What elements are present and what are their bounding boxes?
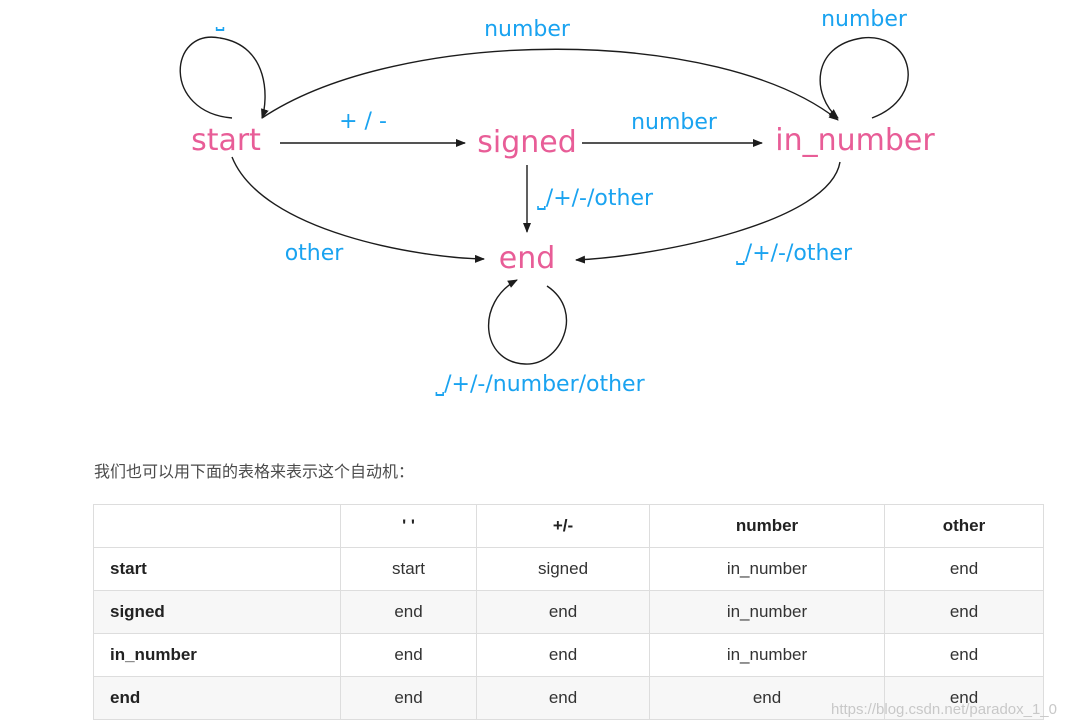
- header-corner: [93, 504, 341, 548]
- state-end: end: [499, 241, 556, 276]
- signed-to-in-number-label: number: [631, 110, 718, 135]
- table-cell: start: [340, 547, 477, 591]
- state-signed: signed: [477, 125, 577, 160]
- in-number-self-loop: [819, 37, 909, 119]
- table-cell: in_number: [649, 633, 885, 677]
- row-state: in_number: [93, 633, 341, 677]
- table-header-row: ' ' +/- number other: [93, 504, 1044, 548]
- table-cell: signed: [476, 547, 650, 591]
- header-other: other: [884, 504, 1044, 548]
- in-number-to-end-label: ⎵/+/-/other: [736, 241, 853, 266]
- table-cell: end: [649, 676, 885, 720]
- table-cell: end: [340, 590, 477, 634]
- state-machine-diagram: ⎵ number number + / - number ⎵/+/-/other…: [179, 7, 935, 397]
- transition-table: ' ' +/- number other start start signed …: [93, 504, 1044, 720]
- watermark: https://blog.csdn.net/paradox_1_0: [831, 701, 1057, 718]
- header-sign: +/-: [476, 504, 650, 548]
- start-to-signed-label: + / -: [339, 109, 387, 134]
- start-to-end-edge: [231, 156, 485, 263]
- end-self-loop: [487, 279, 568, 365]
- table-cell: end: [340, 676, 477, 720]
- row-state: start: [93, 547, 341, 591]
- table-caption: 我们也可以用下面的表格来表示这个自动机：: [94, 462, 415, 481]
- table-cell: end: [884, 590, 1044, 634]
- table-cell: in_number: [649, 547, 885, 591]
- table-row: in_number end end in_number end: [93, 633, 1044, 677]
- table-cell: in_number: [649, 590, 885, 634]
- start-to-in-number-label: number: [484, 17, 571, 42]
- table-row: end end end end end: [93, 676, 1044, 720]
- start-to-in-number-edge: [261, 48, 839, 121]
- start-to-end-label: other: [285, 241, 345, 266]
- row-state: end: [93, 676, 341, 720]
- table-cell: end: [884, 547, 1044, 591]
- table-cell: end: [476, 633, 650, 677]
- state-start: start: [191, 123, 261, 158]
- signed-to-end-label: ⎵/+/-/other: [537, 186, 654, 211]
- state-in-number: in_number: [775, 123, 935, 158]
- table-row: start start signed in_number end: [93, 547, 1044, 591]
- start-self-label: ⎵: [216, 7, 225, 32]
- start-self-loop: [179, 36, 269, 119]
- end-self-label: ⎵/+/-/number/other: [435, 372, 645, 397]
- table-cell: end: [340, 633, 477, 677]
- table-row: signed end end in_number end: [93, 590, 1044, 634]
- header-number: number: [649, 504, 885, 548]
- header-space: ' ': [340, 504, 477, 548]
- in-number-self-label: number: [821, 7, 908, 32]
- row-state: signed: [93, 590, 341, 634]
- table-cell: end: [476, 676, 650, 720]
- table-cell: end: [476, 590, 650, 634]
- in-number-to-end-edge: [575, 161, 841, 264]
- table-cell: end: [884, 676, 1044, 720]
- table-cell: end: [884, 633, 1044, 677]
